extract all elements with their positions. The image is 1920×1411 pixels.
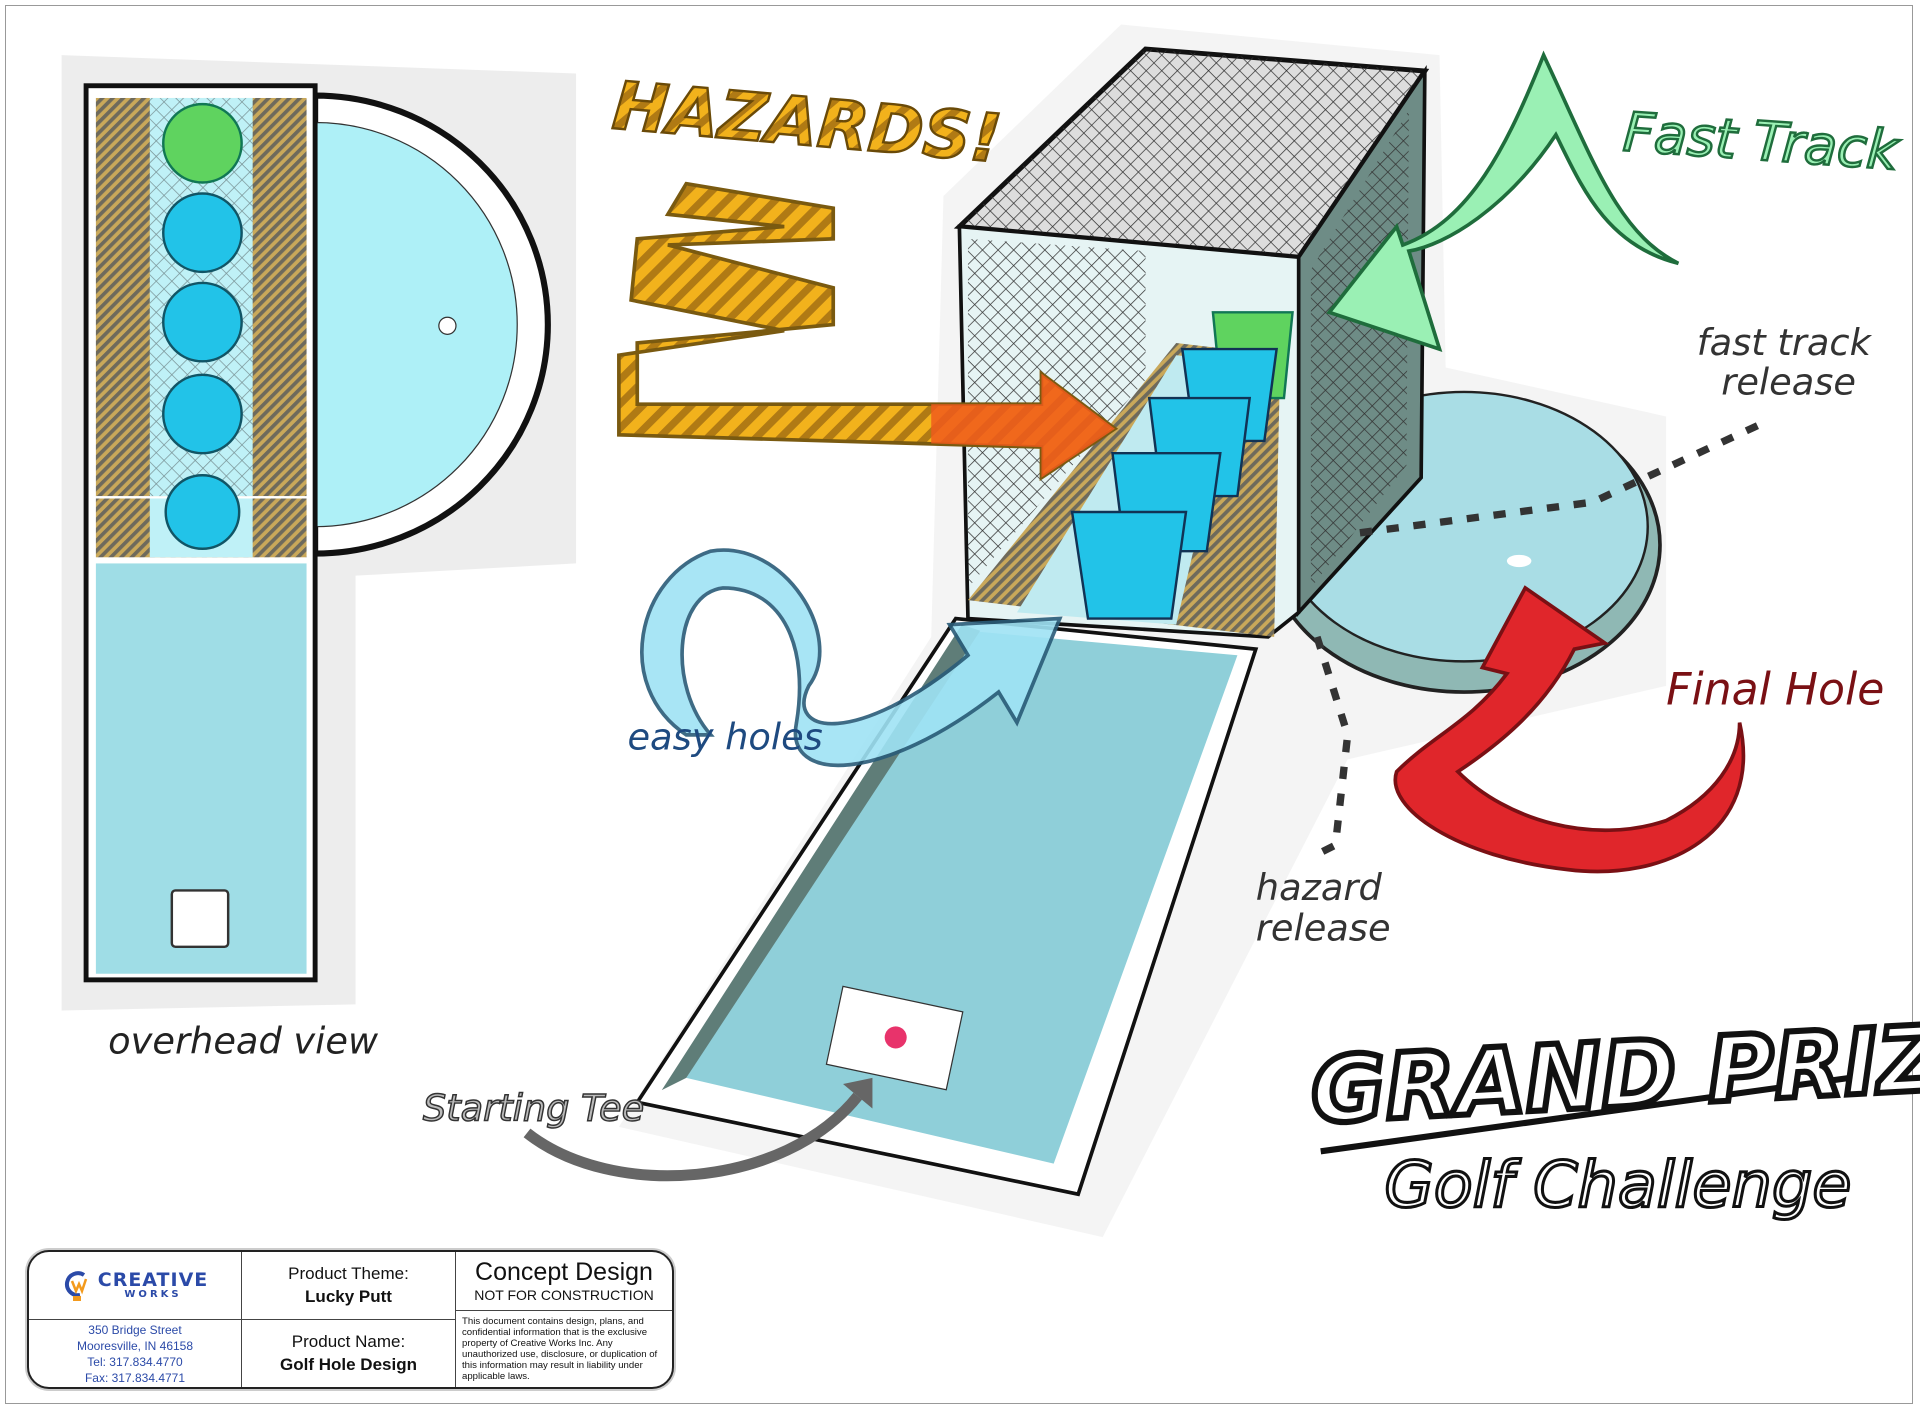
golf-challenge-subtitle: Golf Challenge bbox=[1384, 1148, 1851, 1222]
title-underline bbox=[1320, 1074, 1851, 1155]
address-street: 350 Bridge Street bbox=[88, 1322, 182, 1337]
product-column: Product Theme: Lucky Putt Product Name: … bbox=[242, 1252, 456, 1387]
golf-ball bbox=[884, 1026, 907, 1049]
company-column: CREATIVE WORKS 350 Bridge Street Mooresv… bbox=[29, 1252, 242, 1387]
company-logo: CREATIVE WORKS bbox=[29, 1252, 241, 1319]
overhead-view bbox=[61, 55, 577, 1011]
overhead-cup bbox=[162, 192, 243, 274]
final-hole-label: Final Hole bbox=[1666, 664, 1884, 715]
easy-holes-arrow bbox=[640, 548, 1063, 768]
grand-prize-title: GRAND PRIZE bbox=[1309, 1003, 1920, 1144]
hazard-arrow bbox=[617, 181, 1119, 482]
lightbulb-icon bbox=[64, 1270, 87, 1301]
hazard-release-label-1: hazard bbox=[1256, 866, 1383, 909]
hazard-cups bbox=[1070, 311, 1294, 620]
company-address: 350 Bridge Street Mooresville, IN 46158 … bbox=[29, 1319, 241, 1387]
overhead-cup bbox=[164, 474, 241, 550]
company-name: CREATIVE bbox=[97, 1269, 209, 1291]
product-name-label: Product Name: bbox=[291, 1332, 406, 1351]
address-city: Mooresville, IN 46158 bbox=[76, 1338, 194, 1353]
product-theme-value: Lucky Putt bbox=[305, 1287, 392, 1306]
fast-track-release-label-2: release bbox=[1721, 360, 1856, 403]
starting-tee-arrow bbox=[523, 1092, 863, 1182]
legal-notice: This document contains design, plans, an… bbox=[462, 1316, 658, 1382]
product-theme-label: Product Theme: bbox=[288, 1264, 409, 1283]
final-hole-cup bbox=[438, 316, 457, 335]
starting-tee-label: Starting Tee bbox=[423, 1087, 644, 1130]
fast-track-release-path bbox=[1359, 419, 1766, 537]
company-sub: WORKS bbox=[124, 1289, 182, 1300]
hazard-release-path bbox=[1309, 635, 1352, 861]
fast-track-arrow bbox=[1326, 50, 1680, 352]
fast-track-label: Fast Track bbox=[1621, 100, 1902, 182]
easy-holes-label: easy holes bbox=[627, 716, 822, 759]
not-for-construction-label: NOT FOR CONSTRUCTION bbox=[474, 1286, 654, 1303]
final-hole-arrow bbox=[1393, 585, 1746, 874]
title-block: CREATIVE WORKS 350 Bridge Street Mooresv… bbox=[27, 1250, 674, 1389]
address-fax: Fax: 317.834.4771 bbox=[84, 1370, 186, 1385]
overhead-view-label: overhead view bbox=[108, 1019, 379, 1062]
overhead-cup bbox=[162, 373, 243, 455]
overhead-green-cup bbox=[162, 102, 243, 184]
status-column: Concept Design NOT FOR CONSTRUCTION This… bbox=[456, 1252, 672, 1387]
product-name-value: Golf Hole Design bbox=[280, 1355, 417, 1374]
fast-track-release-label-1: fast track bbox=[1697, 321, 1873, 364]
overhead-cup bbox=[162, 281, 243, 363]
page-border bbox=[5, 5, 1913, 1404]
hazards-label: HAZARDS! bbox=[610, 67, 1004, 178]
overhead-tee-mat bbox=[170, 889, 230, 949]
address-tel: Tel: 317.834.4770 bbox=[87, 1354, 183, 1369]
concept-design-label: Concept Design bbox=[475, 1257, 653, 1286]
hazard-release-label-2: release bbox=[1256, 907, 1391, 950]
